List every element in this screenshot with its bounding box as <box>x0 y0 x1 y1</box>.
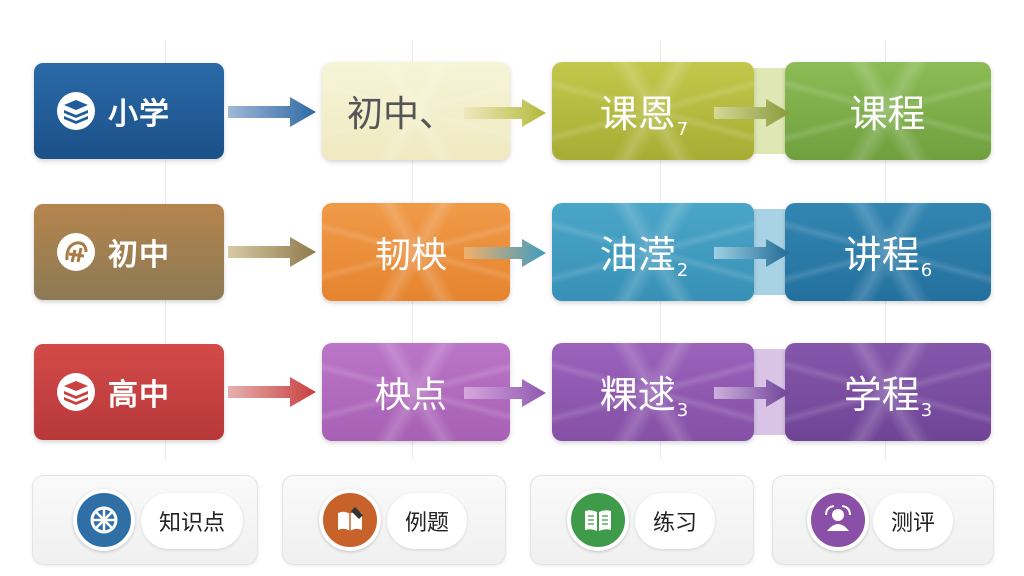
stage-label: 粿逑 <box>599 372 676 417</box>
tool-card-practice[interactable]: 练习 <box>530 475 754 565</box>
level-label: 小学 <box>108 97 170 132</box>
tool-card-assessment[interactable]: 测评 <box>772 475 994 565</box>
course-tile: 课程 <box>785 62 991 160</box>
tool-label: 例题 <box>387 493 468 549</box>
tool-card-knowledge[interactable]: 知识点 <box>32 475 258 565</box>
course-tile: 讲程6 <box>785 203 991 301</box>
mid-label: 初中、 <box>346 94 455 135</box>
tool-label: 练习 <box>635 493 716 549</box>
stage-subscript: 3 <box>676 399 689 421</box>
open-book-icon <box>585 510 611 531</box>
brain-gear-icon <box>57 233 95 271</box>
stage-tile: 课恩7 <box>552 62 754 160</box>
level-label: 初中 <box>108 238 170 273</box>
level-tile-senior: 高中 <box>34 344 224 440</box>
arrow-right-icon <box>228 237 316 267</box>
mid-tile: 初中、 <box>322 62 510 160</box>
assessment-icon <box>825 505 851 531</box>
book-stack-icon <box>57 373 95 411</box>
arrow-right-icon <box>464 239 546 267</box>
course-label: 讲程 <box>843 232 920 277</box>
arrow-right-icon <box>714 99 790 127</box>
course-tile: 学程3 <box>785 343 991 441</box>
book-stack-icon <box>57 92 95 130</box>
knowledge-icon <box>90 506 118 534</box>
tool-label: 测评 <box>873 493 954 549</box>
stage-label: 油滢 <box>599 232 676 277</box>
course-subscript: 3 <box>920 399 933 421</box>
tool-label: 知识点 <box>141 493 244 549</box>
stage-subscript: 7 <box>676 118 689 140</box>
arrow-right-icon <box>464 379 546 407</box>
stage-label: 课恩 <box>599 91 676 136</box>
course-subscript: 6 <box>920 259 933 281</box>
level-tile-junior: 初中 <box>34 204 224 300</box>
arrow-right-icon <box>464 99 546 127</box>
level-tile-primary: 小学 <box>34 63 224 159</box>
course-label: 课程 <box>849 91 926 136</box>
notebook-pen-icon <box>338 507 363 531</box>
stage-subscript: 2 <box>676 259 689 281</box>
mid-label: 韧柍 <box>374 235 447 276</box>
arrow-right-icon <box>228 97 316 127</box>
tool-card-examples[interactable]: 例题 <box>282 475 506 565</box>
arrow-right-icon <box>714 379 790 407</box>
arrow-right-icon <box>228 377 316 407</box>
level-label: 高中 <box>108 378 170 413</box>
mid-label: 柍点 <box>374 375 447 416</box>
course-label: 学程 <box>843 372 920 417</box>
arrow-right-icon <box>714 239 790 267</box>
